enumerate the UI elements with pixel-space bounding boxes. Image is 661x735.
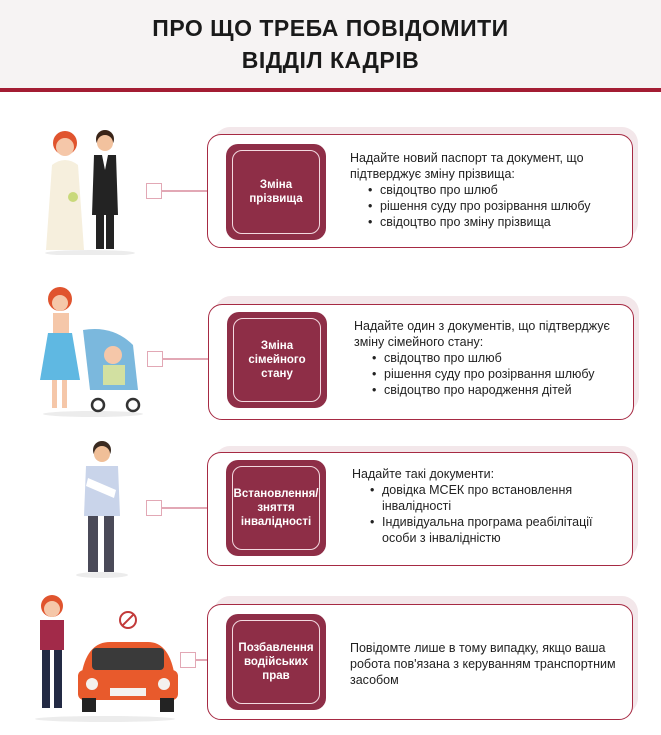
description-driving-license: Повідомте лише в тому випадку, якщо ваша… — [350, 640, 620, 688]
connector-line — [196, 659, 208, 661]
list-item: рішення суду про розірвання шлюбу — [368, 198, 620, 214]
bride-and-groom-illustration — [40, 125, 140, 260]
label-text: Зміна прізвища — [232, 150, 320, 234]
label-text: Позбавлення водійських прав — [232, 620, 320, 704]
description-disability: Надайте такі документи: довідка МСЕК про… — [352, 466, 622, 546]
label-name-change: Зміна прізвища — [226, 144, 326, 240]
description-marital-status: Надайте один з документів, що підтверджу… — [354, 318, 622, 398]
connector-line — [162, 507, 210, 509]
list-item: свідоцтво про шлюб — [372, 350, 622, 366]
label-marital-status: Зміна сімейного стану — [227, 312, 327, 408]
label-disability: Встановлення/ зняття інвалідності — [226, 460, 326, 556]
checkbox-name-change — [146, 183, 162, 199]
checkbox-marital-status — [147, 351, 163, 367]
description-intro: Надайте новий паспорт та документ, що пі… — [350, 151, 584, 181]
mother-with-stroller-illustration — [38, 285, 153, 422]
checkbox-driving-license — [180, 652, 196, 668]
description-name-change: Надайте новий паспорт та документ, що пі… — [350, 150, 620, 230]
list-item: свідоцтво про народження дітей — [372, 382, 622, 398]
checkbox-disability — [146, 500, 162, 516]
woman-and-red-car-illustration — [30, 592, 180, 727]
man-with-arm-sling-illustration — [72, 438, 132, 583]
connector-line — [162, 190, 210, 192]
label-text: Зміна сімейного стану — [233, 318, 321, 402]
list-item: свідоцтво про шлюб — [368, 182, 620, 198]
label-text: Встановлення/ зняття інвалідності — [232, 466, 320, 550]
list-item: рішення суду про розірвання шлюбу — [372, 366, 622, 382]
header — [0, 0, 661, 90]
description-intro: Надайте один з документів, що підтверджу… — [354, 319, 610, 349]
list-item: свідоцтво про зміну прізвища — [368, 214, 620, 230]
description-intro: Повідомте лише в тому випадку, якщо ваша… — [350, 641, 616, 687]
header-divider — [0, 88, 661, 92]
page-title-line-1: ПРО ЩО ТРЕБА ПОВІДОМИТИ — [152, 15, 509, 41]
list-item: Індивідуальна програма реабілітації особ… — [370, 514, 622, 546]
page-title-line-2: ВІДДІЛ КАДРІВ — [241, 47, 420, 73]
description-intro: Надайте такі документи: — [352, 467, 495, 481]
connector-line — [163, 358, 211, 360]
list-item: довідка МСЕК про встановлення інваліднос… — [370, 482, 622, 514]
label-driving-license: Позбавлення водійських прав — [226, 614, 326, 710]
